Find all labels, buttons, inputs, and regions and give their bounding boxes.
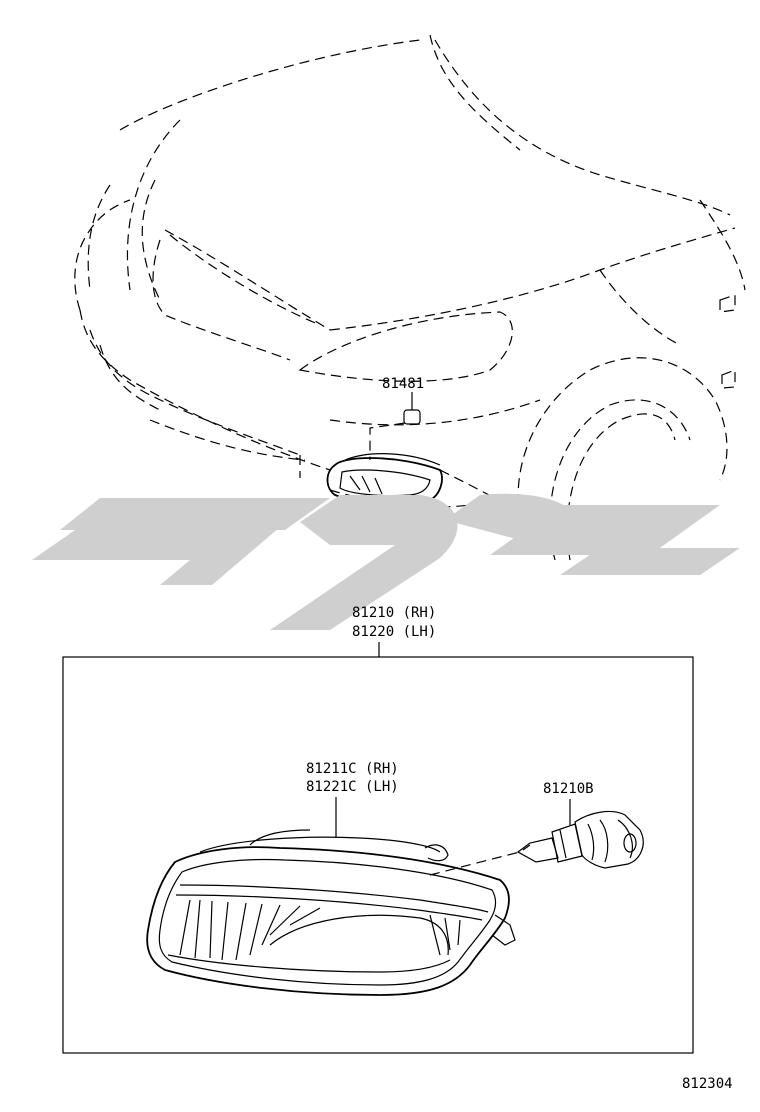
bulb-detail	[516, 810, 644, 869]
detail-frame	[62, 656, 694, 1054]
bulb-install-path	[429, 851, 521, 876]
label-bulb-socket: 81481	[382, 376, 424, 392]
fog-lamp-detail	[146, 829, 516, 996]
label-lens-lh: 81221C (LH)	[306, 779, 399, 795]
label-fog-lamp-assy-rh: 81210 (RH)	[352, 605, 436, 621]
label-bulb: 81210B	[543, 781, 594, 797]
car-outline	[74, 34, 746, 561]
label-lens-rh: 81211C (RH)	[306, 761, 399, 777]
bulb-socket-part: 81481	[369, 376, 424, 460]
diagram-id: 812304	[682, 1076, 733, 1092]
label-fog-lamp-assy-lh: 81220 (LH)	[352, 624, 436, 640]
watermark-logo	[32, 493, 740, 630]
